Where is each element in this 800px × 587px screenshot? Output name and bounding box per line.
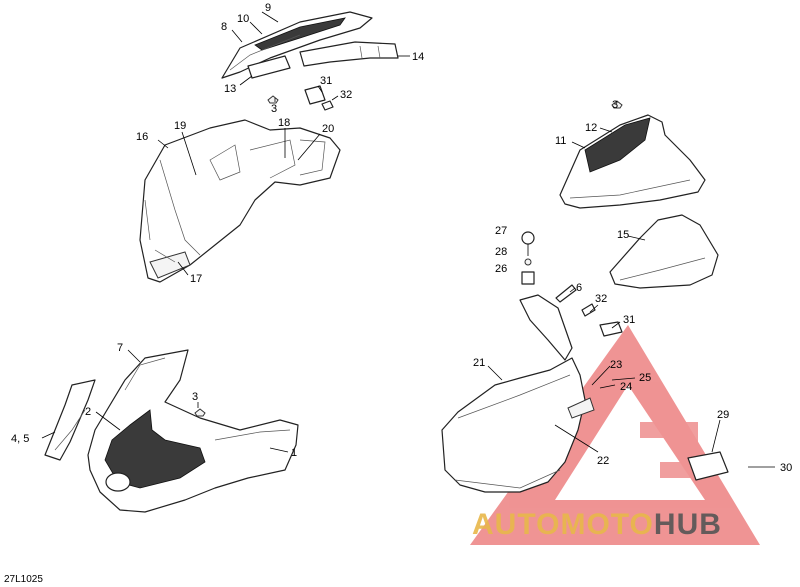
callout-24: 24	[620, 381, 632, 393]
callout-2: 2	[85, 406, 91, 418]
callout-23: 23	[610, 359, 622, 371]
watermark-text-auto: AUTO	[472, 508, 560, 541]
callout-6: 6	[576, 282, 582, 294]
callout-1: 1	[291, 447, 297, 459]
callout-3-right: 3	[612, 99, 618, 111]
callout-4-5: 4, 5	[11, 433, 29, 445]
callout-8: 8	[221, 21, 227, 33]
side-panel-15	[609, 214, 719, 289]
callout-17: 17	[190, 273, 202, 285]
callout-9: 9	[265, 2, 271, 14]
callout-16: 16	[136, 131, 148, 143]
callout-21: 21	[473, 357, 485, 369]
watermark-text-hub: HUB	[654, 508, 722, 541]
callout-14: 14	[412, 51, 424, 63]
callout-20: 20	[322, 123, 334, 135]
upper-side-panel	[559, 100, 706, 209]
callout-30: 30	[780, 462, 792, 474]
watermark-triangle-icon	[470, 325, 760, 545]
callout-3-bottom: 3	[192, 391, 198, 403]
callout-32-top: 32	[340, 89, 352, 101]
watermark-text-moto: MOTO	[560, 508, 653, 541]
upper-windshield-assembly	[221, 11, 399, 79]
callout-labels: 9 10 8 13 14 3 31 32 16 19 18 20 17 3 12…	[11, 2, 792, 474]
callout-11: 11	[555, 135, 566, 147]
callout-29: 29	[717, 409, 729, 421]
callout-22: 22	[597, 455, 609, 467]
hood-assembly	[44, 349, 299, 513]
callout-7: 7	[117, 342, 123, 354]
callout-28: 28	[495, 246, 507, 258]
callout-27: 27	[495, 225, 507, 237]
callout-32-right: 32	[595, 293, 607, 305]
leader-lines	[41, 11, 721, 453]
callout-26: 26	[495, 263, 507, 275]
reference-code: 27L1025	[4, 574, 43, 585]
callout-19: 19	[174, 120, 186, 132]
callout-31-top: 31	[320, 75, 332, 87]
callout-3-top: 3	[271, 103, 277, 115]
callout-31-right: 31	[623, 314, 635, 326]
svg-text:AUTOMOTOHUB: AUTOMOTOHUB	[472, 508, 722, 541]
watermark-logo	[470, 325, 760, 545]
callout-10: 10	[237, 13, 249, 25]
hardware-small-top	[267, 85, 334, 111]
watermark-wordmark: AUTOMOTOHUB	[472, 508, 722, 541]
fastener-group	[521, 231, 623, 337]
callout-13: 13	[224, 83, 236, 95]
callout-15: 15	[617, 229, 629, 241]
lower-side-panel	[441, 294, 775, 493]
callout-25: 25	[639, 372, 651, 384]
callout-18: 18	[278, 117, 290, 129]
front-cowl-assembly	[139, 119, 341, 283]
callout-12: 12	[585, 122, 597, 134]
